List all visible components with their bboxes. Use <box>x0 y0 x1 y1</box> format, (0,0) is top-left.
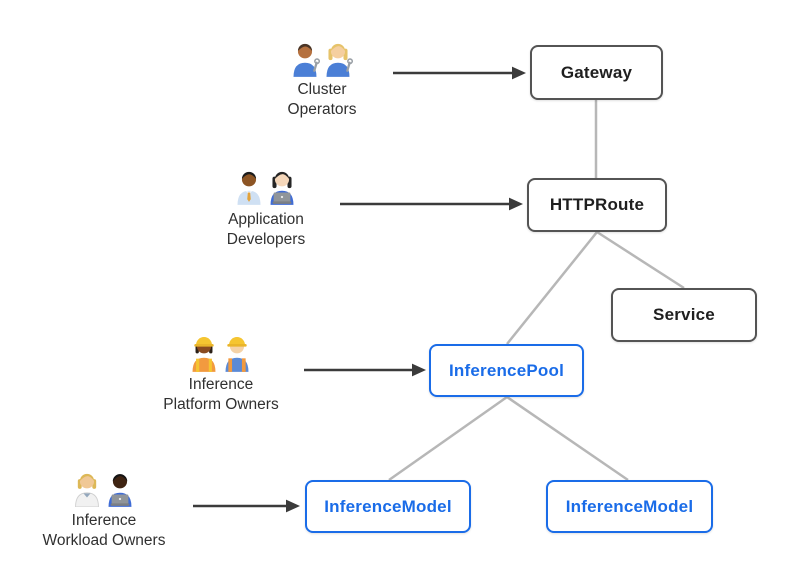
edge-httproute-service <box>596 230 685 290</box>
inference-platform-owners-emoji-pair <box>189 333 252 372</box>
node-inferencemodel-right: InferenceModel <box>546 480 713 533</box>
man-office-worker-emoji <box>237 171 261 205</box>
node-gateway: Gateway <box>530 45 663 100</box>
edge-inferencepool-inferencemodel-right <box>506 395 629 482</box>
man-construction-worker-emoji <box>225 337 249 372</box>
woman-mechanic-emoji <box>326 43 353 77</box>
inference-workload-owners-emoji-pair <box>72 468 135 507</box>
woman-construction-worker-emoji <box>192 337 216 372</box>
edge-httproute-inferencepool <box>506 231 598 345</box>
cluster-operators-label-line1: Cluster <box>297 81 347 98</box>
node-service-label: Service <box>653 305 715 324</box>
inference-workload-owners-label-line1: Inference <box>71 512 137 529</box>
application-developers-emoji-pair <box>234 166 297 205</box>
inference-platform-owners-label-line2: Platform Owners <box>163 396 279 413</box>
inference-workload-owners-label-line2: Workload Owners <box>42 532 166 549</box>
man-technologist-emoji <box>108 474 132 507</box>
cluster-operators-label-line2: Operators <box>287 101 357 118</box>
node-inferencemodel-right-label: InferenceModel <box>565 496 694 516</box>
node-gateway-label: Gateway <box>560 62 633 82</box>
persona-arrows <box>193 66 526 513</box>
application-developers-label-line1: Application <box>228 211 304 228</box>
application-developers-label: Application Developers <box>156 210 376 250</box>
inference-workload-owners-label: Inference Workload Owners <box>0 511 214 551</box>
node-inferencemodel-left-label: InferenceModel <box>324 496 452 516</box>
inference-platform-owners-label: Inference Platform Owners <box>111 375 331 415</box>
node-inferencemodel-left: InferenceModel <box>305 480 471 533</box>
node-service: Service <box>611 288 757 342</box>
arrow-cluster-operators-gateway <box>393 66 526 80</box>
cluster-operators-emoji-pair <box>290 38 353 77</box>
node-inferencepool-label: InferencePool <box>448 360 565 380</box>
man-mechanic-emoji <box>293 43 320 77</box>
woman-technologist-emoji <box>270 171 294 205</box>
edge-inferencepool-inferencemodel-left <box>388 395 508 482</box>
cluster-operators-label: Cluster Operators <box>212 80 432 120</box>
node-httproute: HTTPRoute <box>527 178 667 232</box>
application-developers-label-line2: Developers <box>226 231 306 248</box>
health-worker-emoji <box>75 473 99 507</box>
node-inferencepool: InferencePool <box>429 344 584 397</box>
inference-platform-owners-label-line1: Inference <box>188 376 254 393</box>
arrow-application-developers-httproute <box>340 197 523 211</box>
node-httproute-label: HTTPRoute <box>549 195 645 214</box>
